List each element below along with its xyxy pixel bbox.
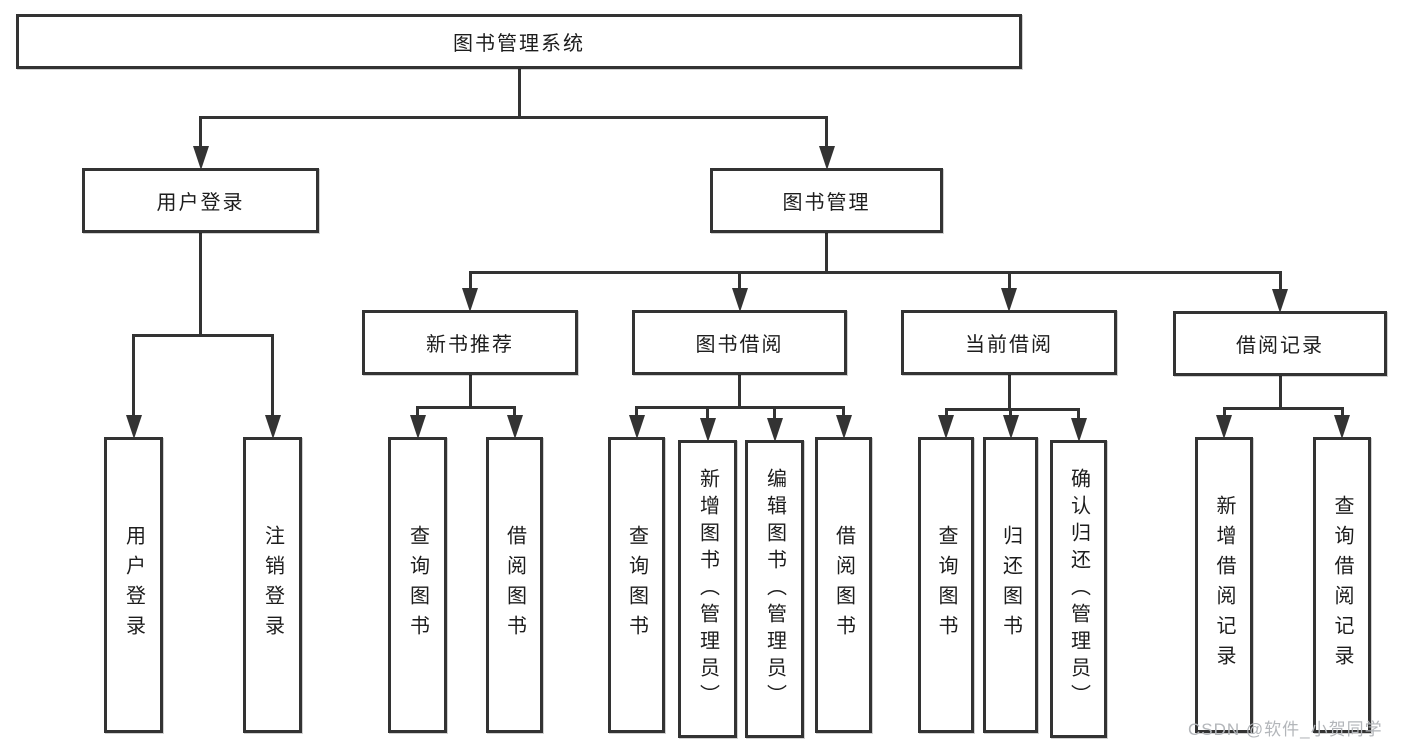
node-label: 用户登录 — [122, 525, 145, 645]
csdn-watermark: CSDN @软件_小贺同学 — [1188, 720, 1383, 739]
node-label: 编辑图书（管理员） — [763, 467, 786, 711]
connector-line — [132, 333, 274, 337]
node-label: 图书管理 — [782, 192, 871, 214]
arrow-down-icon — [699, 418, 716, 442]
connector-line — [132, 335, 135, 419]
connector-line — [416, 405, 516, 409]
connector-line — [944, 407, 1080, 411]
node-leaf-query-books-bb: 查询图书 — [608, 437, 665, 733]
node-label: 新增图书（管理员） — [696, 467, 719, 711]
connector-line — [842, 407, 845, 419]
node-label: 新书推荐 — [426, 334, 514, 356]
arrow-down-icon — [462, 288, 478, 312]
node-leaf-borrow-books-bb: 借阅图书 — [815, 437, 872, 733]
node-book-borrow: 图书借阅 — [632, 310, 847, 375]
arrow-down-icon — [1070, 418, 1087, 442]
connector-line — [773, 407, 776, 422]
connector-line — [944, 409, 948, 419]
arrow-down-icon — [125, 415, 142, 439]
connector-line — [738, 375, 741, 409]
arrow-down-icon — [835, 415, 852, 439]
connector-line — [468, 375, 472, 409]
node-system-root: 图书管理系统 — [16, 14, 1022, 69]
node-label: 借阅图书 — [832, 525, 855, 645]
node-leaf-query-books-nb: 查询图书 — [388, 437, 447, 733]
connector-line — [416, 407, 419, 419]
node-leaf-query-books-cb: 查询图书 — [918, 437, 974, 733]
connector-line — [199, 115, 828, 119]
arrow-down-icon — [1272, 289, 1288, 313]
node-label: 注销登录 — [261, 525, 284, 645]
node-label: 当前借阅 — [965, 334, 1053, 356]
node-label: 借阅记录 — [1236, 335, 1324, 357]
node-label: 确认归还（管理员） — [1067, 467, 1090, 711]
connector-line — [1007, 375, 1011, 411]
connector-line — [1007, 272, 1011, 292]
node-label: 借阅图书 — [503, 525, 526, 645]
node-leaf-logout: 注销登录 — [243, 437, 302, 733]
connector-line — [513, 407, 516, 419]
node-label: 查询图书 — [406, 525, 429, 645]
connector-line — [468, 270, 1282, 274]
node-user-login: 用户登录 — [82, 168, 319, 233]
arrow-down-icon — [818, 146, 835, 170]
connector-line — [1222, 406, 1344, 410]
node-leaf-add-borrow-record: 新增借阅记录 — [1195, 437, 1253, 733]
node-leaf-add-book-admin: 新增图书（管理员） — [678, 440, 737, 738]
node-book-management: 图书管理 — [710, 168, 943, 233]
arrow-down-icon — [938, 415, 954, 439]
node-label: 查询图书 — [625, 525, 648, 645]
node-leaf-borrow-books-nb: 借阅图书 — [486, 437, 543, 733]
arrow-down-icon — [1002, 415, 1019, 439]
connector-line — [825, 117, 828, 150]
connector-line — [738, 272, 741, 292]
connector-line — [1278, 272, 1282, 293]
node-label: 新增借阅记录 — [1213, 495, 1235, 675]
connector-line — [468, 272, 472, 292]
connector-line — [1222, 408, 1226, 419]
node-label: 图书借阅 — [695, 334, 784, 356]
connector-line — [1340, 408, 1344, 419]
connector-line — [271, 335, 274, 419]
node-borrow-records: 借阅记录 — [1173, 311, 1387, 376]
node-leaf-return-books: 归还图书 — [983, 437, 1038, 733]
arrow-down-icon — [766, 418, 783, 442]
node-current-borrow: 当前借阅 — [901, 310, 1117, 375]
connector-line — [199, 233, 202, 337]
node-label: 查询图书 — [935, 525, 957, 645]
node-leaf-user-login: 用户登录 — [104, 437, 163, 733]
node-label: 归还图书 — [999, 525, 1022, 645]
arrow-down-icon — [506, 415, 523, 439]
node-label: 用户登录 — [156, 192, 245, 214]
node-leaf-edit-book-admin: 编辑图书（管理员） — [745, 440, 804, 738]
arrow-down-icon — [409, 415, 426, 439]
node-leaf-confirm-return-admin: 确认归还（管理员） — [1050, 440, 1107, 738]
arrow-down-icon — [264, 415, 281, 439]
arrow-down-icon — [1001, 288, 1017, 312]
node-label: 查询借阅记录 — [1331, 495, 1353, 675]
arrow-down-icon — [628, 415, 645, 439]
arrow-down-icon — [1334, 415, 1350, 439]
connector-line — [199, 117, 202, 150]
connector-line — [1278, 376, 1282, 410]
connector-line — [1077, 409, 1080, 422]
arrow-down-icon — [1216, 415, 1232, 439]
node-label: 图书管理系统 — [453, 33, 585, 55]
connector-line — [635, 405, 845, 409]
node-new-book-recommend: 新书推荐 — [362, 310, 578, 375]
connector-line — [635, 407, 638, 419]
arrow-down-icon — [192, 146, 209, 170]
node-leaf-query-borrow-record: 查询借阅记录 — [1313, 437, 1371, 733]
connector-line — [1009, 409, 1012, 419]
arrow-down-icon — [731, 288, 748, 312]
connector-line — [825, 233, 828, 274]
connector-line — [517, 69, 521, 119]
connector-line — [706, 407, 709, 422]
